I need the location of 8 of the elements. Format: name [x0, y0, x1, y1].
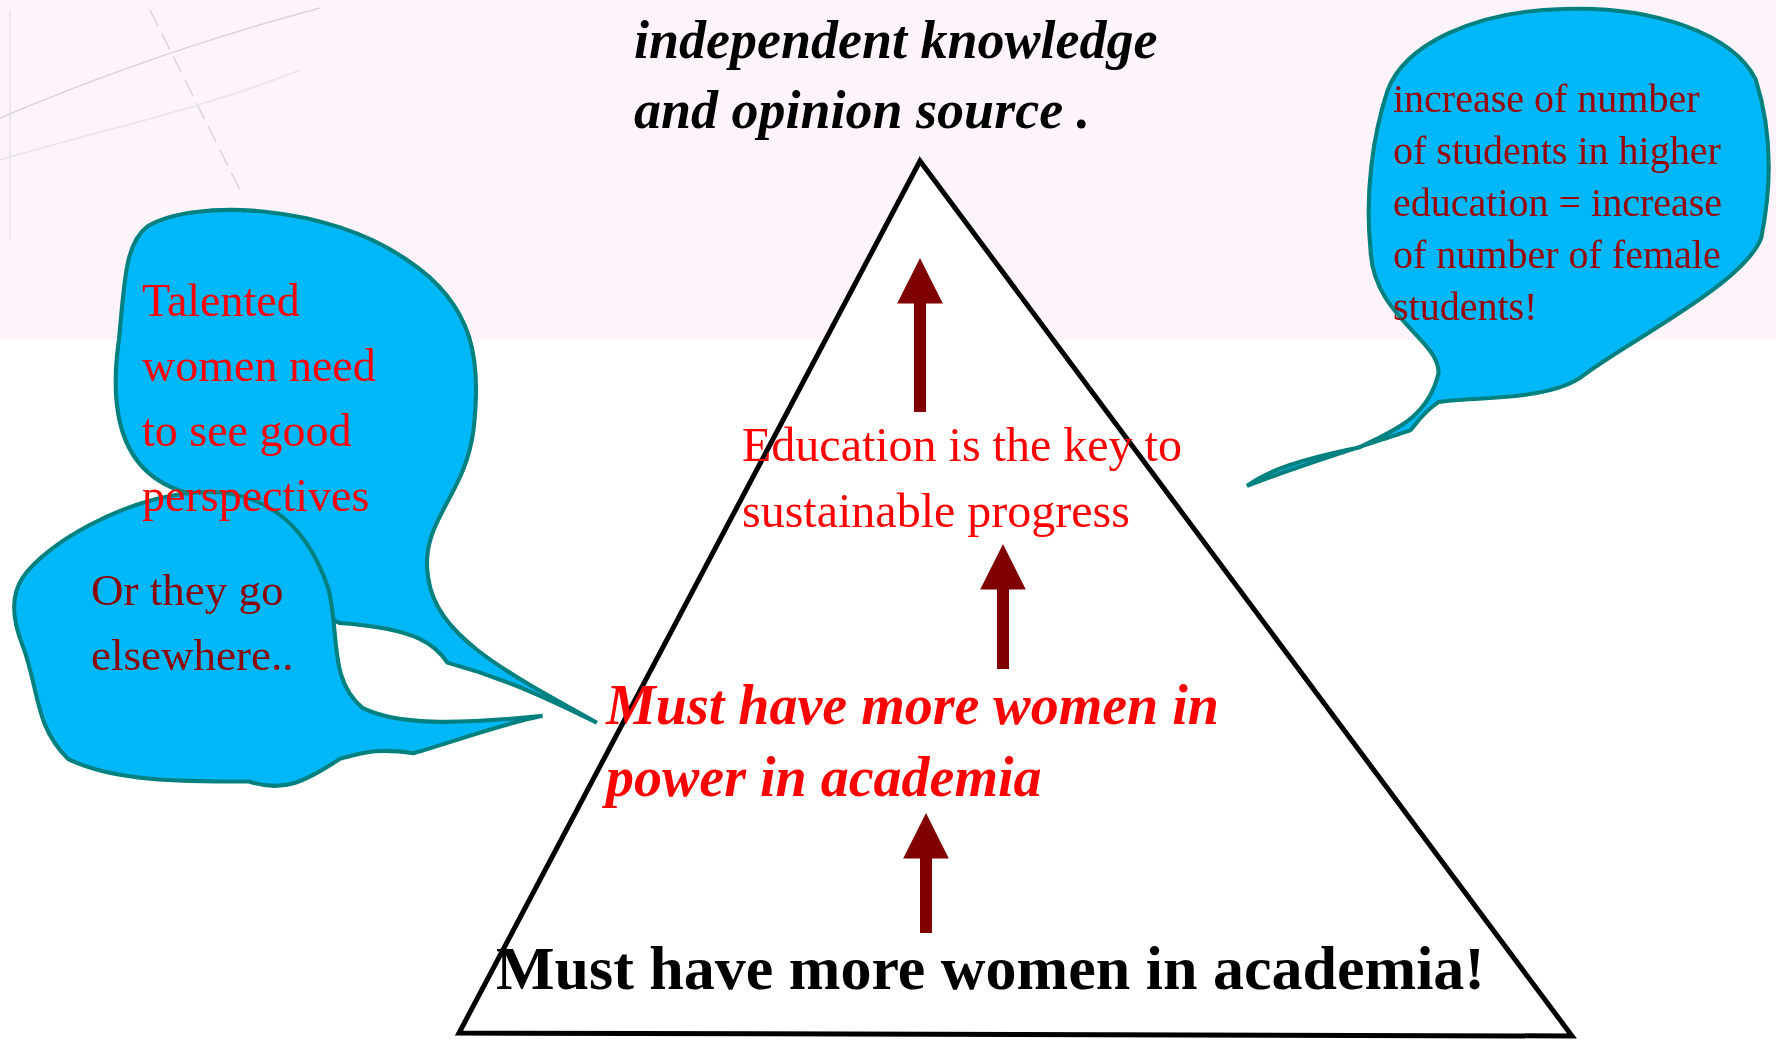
heading-text: independent knowledge and opinion source . — [634, 9, 1159, 142]
arrow — [903, 813, 949, 933]
bubble-text: Talented women need to see good perspectives — [142, 274, 377, 523]
bubble-text: Or they go elsewhere.. — [91, 564, 295, 682]
arrow — [897, 258, 943, 412]
arrow — [980, 544, 1026, 669]
bubble-text: increase of number of students in higher education = increase of number of female students! — [1393, 75, 1724, 331]
pyramid-level-text: Must have more women in academia! — [496, 933, 1485, 1003]
